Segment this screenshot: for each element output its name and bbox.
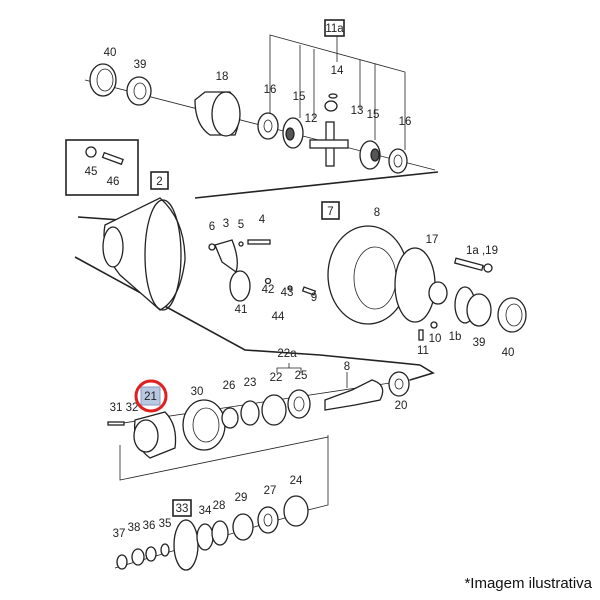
bearing-25 [287, 389, 311, 419]
part-label: 18 [216, 71, 229, 83]
part-label: 43 [281, 287, 294, 299]
part-label: 1a ,19 [466, 245, 498, 257]
bolt-1a [453, 257, 484, 272]
part-label: 13 [351, 105, 364, 117]
part-label: 1b [449, 331, 462, 343]
thrust-washer-16 [257, 112, 279, 140]
part-label: 11 [417, 345, 429, 357]
seal-34 [196, 523, 214, 551]
part-label: 41 [235, 304, 248, 316]
spacer-26 [221, 407, 239, 429]
washer-14 [328, 93, 338, 99]
part-label: 17 [426, 234, 439, 246]
bearing-20 [388, 371, 410, 397]
highlighted-part-21[interactable]: 21 [134, 379, 168, 413]
bolt-4 [247, 239, 271, 245]
bearing-27 [257, 506, 279, 534]
bearing-cup-40 [89, 63, 117, 97]
part-label: 15 [367, 109, 380, 121]
part-label: 32 [126, 402, 139, 414]
part-label: 14 [331, 65, 344, 77]
bottom-assembly: 33 37 38 36 35 34 28 29 27 24 [113, 475, 309, 571]
part-label: 45 [85, 166, 98, 178]
group-box-2 [150, 171, 169, 190]
part-label: 37 [113, 528, 126, 540]
top-assembly: 11a 40 39 18 16 15 14 13 12 15 16 45 46 … [65, 19, 436, 196]
part-label: 40 [502, 347, 515, 359]
seal-28 [211, 520, 229, 546]
bolt-9 [301, 286, 317, 296]
highlight-circle [134, 379, 168, 413]
part-label: 5 [238, 219, 244, 231]
group-label-21: 21 [144, 391, 157, 403]
part-label: 36 [143, 520, 156, 532]
group-label-7: 7 [327, 206, 333, 218]
pinion-gear-13 [324, 100, 338, 112]
part-label: 15 [293, 91, 306, 103]
inset-box [65, 139, 139, 196]
part-label: 20 [395, 400, 408, 412]
illustrative-caption: *Imagem ilustrativa [464, 575, 592, 592]
group-label-11a: 11a [325, 23, 344, 35]
flange-33 [173, 519, 199, 571]
part-label: 31 [110, 402, 123, 414]
part-label: 12 [305, 113, 318, 125]
part-label: 25 [295, 370, 308, 382]
part-label: 38 [128, 522, 141, 534]
part-label: 6 [209, 221, 215, 233]
part-label: 22 [270, 372, 283, 384]
part-label: 35 [159, 518, 172, 530]
part-label: 29 [235, 492, 248, 504]
bearing-39b [466, 293, 492, 327]
part-label: 16 [399, 116, 412, 128]
part-label: 24 [290, 475, 303, 487]
lower-assembly: 22a 8 20 30 26 23 22 25 31 32 21 [107, 348, 435, 513]
differential-case-17 [394, 247, 436, 323]
part-label: 10 [429, 333, 442, 345]
part-label: 46 [107, 176, 120, 188]
side-gear-15b [359, 140, 381, 170]
part-label: 23 [244, 377, 257, 389]
middle-assembly: 7 6 3 5 4 8 17 1a ,19 42 43 44 41 9 10 1… [74, 171, 527, 366]
nut-37 [116, 554, 128, 570]
part-label: 9 [311, 292, 317, 304]
part-label: 44 [272, 311, 285, 323]
part-label: 39 [473, 337, 486, 349]
part-label: 30 [191, 386, 204, 398]
part-label: 26 [223, 380, 236, 392]
part-label: 3 [223, 218, 229, 230]
part-label: 34 [199, 505, 212, 517]
part-label: 4 [259, 214, 266, 226]
part-label: 8 [344, 361, 350, 373]
drive-pinion-8 [324, 379, 384, 411]
adjuster-nut-41 [229, 270, 251, 302]
washer-36 [145, 546, 157, 562]
group-box-7 [321, 201, 340, 220]
part-label: 27 [264, 485, 277, 497]
bearing-cup-22 [261, 394, 287, 426]
washer-35 [160, 543, 170, 557]
part-label: 8 [374, 207, 380, 219]
group-box-11a [324, 19, 345, 37]
group-box-33 [172, 499, 192, 517]
shim-23 [240, 400, 260, 426]
part-label: 16 [264, 84, 277, 96]
bearing-39 [126, 76, 152, 106]
group-label-2: 2 [156, 176, 162, 188]
bearing-cup-29 [232, 513, 254, 541]
thrust-washer-16b [388, 148, 408, 174]
part-label: 22a [277, 348, 297, 360]
bearing-cap-3 [214, 239, 238, 274]
part-label: 40 [104, 47, 117, 59]
part-label: 39 [134, 59, 147, 71]
group-label-33: 33 [176, 503, 189, 515]
part-label: 28 [213, 500, 226, 512]
part-label: 42 [262, 284, 275, 296]
washer-38 [131, 548, 145, 566]
bearing-cup-24 [283, 495, 309, 527]
